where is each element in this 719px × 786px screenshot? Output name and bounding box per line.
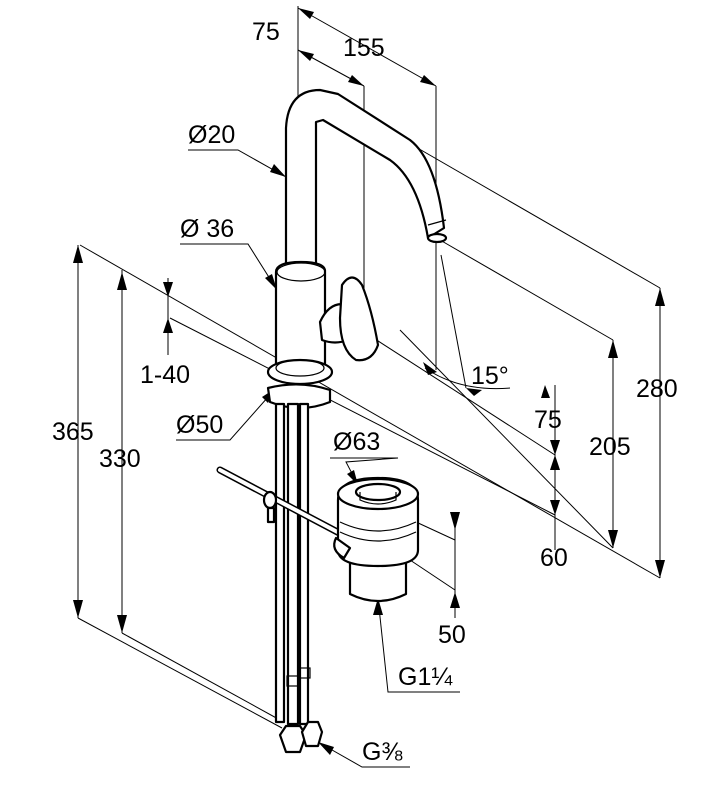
faucet (216, 88, 448, 754)
pop-up-waste (333, 476, 420, 603)
dim-spout-diameter: Ø20 (188, 121, 235, 149)
dim-lever-base: 60 (540, 544, 568, 572)
dim-total-height-below: 365 (52, 418, 94, 446)
dimension-labels: 75 155 Ø20 Ø 36 1-40 Ø50 365 330 15° 75 … (52, 18, 678, 766)
dim-spout-reach: 155 (343, 34, 385, 62)
dim-waste-height: 50 (438, 621, 466, 649)
dim-waste-diameter: Ø63 (333, 428, 380, 456)
dim-spout-offset: 75 (252, 18, 280, 46)
dim-total-height: 280 (636, 375, 678, 403)
dim-body-diameter: Ø 36 (180, 215, 234, 243)
dim-waste-thread: G1¼ (398, 663, 453, 691)
dim-spout-angle: 15° (471, 362, 509, 390)
dim-hose-length: 330 (99, 445, 141, 473)
dim-spout-outlet-height: 205 (589, 433, 631, 461)
dim-deck-thickness: 1-40 (140, 361, 190, 389)
dim-hose-thread: G⅜ (362, 738, 402, 766)
dim-lever-height: 75 (534, 406, 562, 434)
dim-base-diameter: Ø50 (176, 411, 223, 439)
